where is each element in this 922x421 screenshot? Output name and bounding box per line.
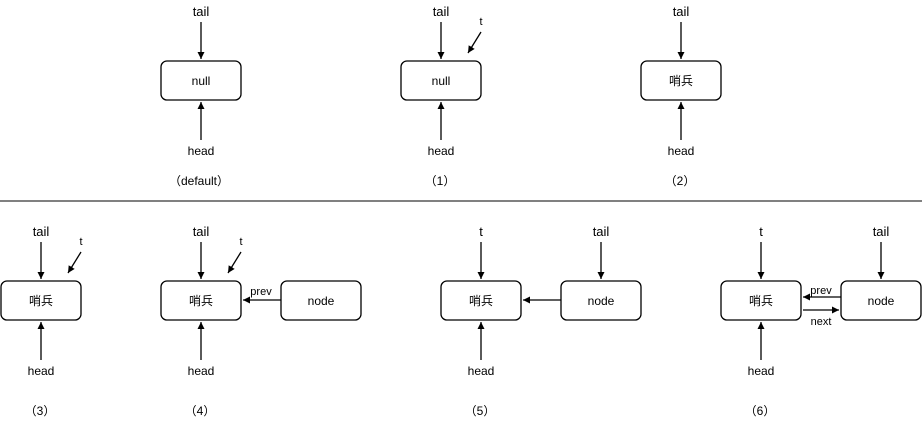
null-node: [400, 60, 482, 101]
sentinel-node-label: 哨兵: [29, 293, 53, 308]
null-node: [160, 60, 242, 101]
t-label: t: [479, 224, 483, 239]
next-label: next: [811, 316, 832, 328]
t-pointer-arrow: [467, 31, 482, 54]
new-node: [840, 280, 922, 321]
caption-default: （default）: [169, 174, 229, 188]
caption-3: （3）: [25, 404, 56, 418]
sentinel-node: [440, 280, 522, 321]
t-pointer-arrow: [227, 251, 242, 274]
head-label: head: [28, 364, 55, 378]
t-label: t: [239, 236, 242, 248]
t-pointer-arrow: [67, 251, 82, 274]
tail-label: tail: [193, 224, 210, 239]
caption-4: （4）: [185, 404, 216, 418]
tail-label: tail: [193, 4, 210, 19]
stage-2: tail 哨兵 head （2）: [640, 4, 722, 188]
t-label: t: [759, 224, 763, 239]
caption-1: （1）: [425, 174, 456, 188]
t-label: t: [479, 16, 482, 28]
null-node-label: null: [192, 74, 211, 88]
tail-label: tail: [673, 4, 690, 19]
t-label: t: [79, 236, 82, 248]
tail-label: tail: [33, 224, 50, 239]
sentinel-node-label: 哨兵: [749, 293, 773, 308]
stage-6: t tail 哨兵 node prev next head （6）: [720, 224, 922, 418]
tail-label: tail: [873, 224, 890, 239]
caption-2: （2）: [665, 174, 696, 188]
caption-6: （6）: [745, 404, 776, 418]
head-label: head: [428, 144, 455, 158]
sentinel-node-label: 哨兵: [469, 293, 493, 308]
stage-3: tail t 哨兵 head （3）: [0, 224, 83, 418]
tail-label: tail: [433, 4, 450, 19]
head-label: head: [188, 364, 215, 378]
head-label: head: [668, 144, 695, 158]
stage-default: tail null head （default）: [160, 4, 242, 188]
new-node-label: node: [588, 294, 615, 308]
tail-label: tail: [593, 224, 610, 239]
prev-label: prev: [250, 286, 272, 298]
head-label: head: [468, 364, 495, 378]
caption-5: （5）: [465, 404, 496, 418]
prev-label: prev: [810, 285, 832, 297]
sentinel-node-label: 哨兵: [669, 73, 693, 88]
sentinel-node: [160, 280, 242, 321]
head-label: head: [188, 144, 215, 158]
stage-4: tail t 哨兵 node prev head （4）: [160, 224, 362, 418]
new-node-label: node: [868, 294, 895, 308]
sentinel-node: [720, 280, 802, 321]
new-node-label: node: [308, 294, 335, 308]
stage-1: tail t null head （1）: [400, 4, 483, 188]
sentinel-node: [640, 60, 722, 101]
sentinel-node: [0, 280, 82, 321]
head-label: head: [748, 364, 775, 378]
stage-5: t tail 哨兵 node head （5）: [440, 224, 642, 418]
null-node-label: null: [432, 74, 451, 88]
sentinel-node-label: 哨兵: [189, 293, 213, 308]
